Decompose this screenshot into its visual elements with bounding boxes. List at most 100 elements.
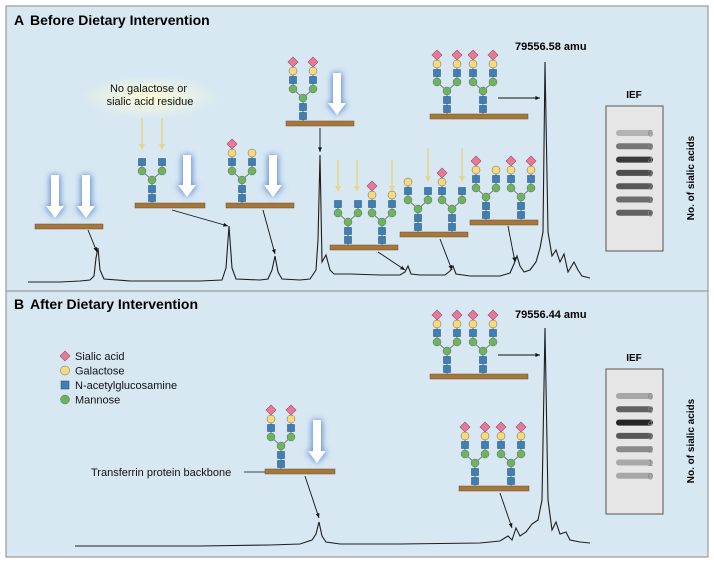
missing-residue-arrow — [459, 148, 465, 182]
galactose-icon — [432, 59, 442, 69]
n-acetylglucosamine-icon — [287, 424, 295, 432]
glycan — [287, 56, 319, 121]
n-acetylglucosamine-icon — [433, 69, 441, 77]
mannose-icon — [387, 208, 397, 218]
annotation-line-2: sialic acid residue — [107, 96, 194, 108]
n-acetylglucosamine-icon — [438, 187, 446, 195]
sialic-acid-icon — [285, 404, 297, 416]
mannose-icon — [367, 208, 377, 218]
n-acetylglucosamine-icon — [481, 441, 489, 449]
panel-a-annotation: No galactose or sialic acid residue — [107, 83, 194, 108]
mannose-icon — [227, 166, 237, 176]
glycan-structures — [34, 49, 540, 529]
ief-strip-a — [605, 105, 664, 252]
spectrum-trace-b — [75, 327, 591, 547]
ief-band — [616, 432, 653, 439]
galactose-icon — [452, 59, 462, 69]
glycan — [431, 49, 463, 114]
pointer-line — [377, 251, 406, 271]
n-acetylglucosamine-icon — [443, 365, 451, 373]
n-acetylglucosamine-icon — [527, 175, 535, 183]
sialic-acid-icon — [479, 421, 491, 433]
missing-glycan-arrow — [306, 420, 328, 463]
galactose-icon — [516, 431, 526, 441]
sialic-acid-icon — [467, 309, 479, 321]
n-acetylglucosamine-icon — [309, 76, 317, 84]
mannose-icon — [491, 183, 501, 193]
mannose-icon — [442, 86, 452, 96]
ief-tick-label: 3 — [648, 168, 653, 179]
n-acetylglucosamine-icon — [471, 468, 479, 476]
n-acetylglucosamine-icon — [471, 477, 479, 485]
glycan — [436, 167, 467, 232]
protein-backbone — [285, 120, 355, 127]
n-acetylglucosamine-icon — [443, 105, 451, 113]
ief-strip-b — [605, 368, 664, 515]
n-acetylglucosamine-icon — [299, 103, 307, 111]
mannose-icon — [432, 77, 442, 87]
pointer-arrowhead-icon — [448, 265, 453, 270]
ief-label-b: IEF — [626, 353, 642, 364]
mannose-icon — [506, 183, 516, 193]
galactose-icon — [266, 414, 276, 424]
glycan — [431, 309, 463, 374]
missing-residue-arrow — [354, 160, 360, 192]
legend-item: Galactose — [60, 365, 125, 378]
mannose-icon — [480, 449, 490, 459]
protein-backbone — [134, 202, 206, 209]
mannose-icon — [478, 346, 488, 356]
legend-item: Mannose — [60, 394, 120, 407]
mannose-icon — [452, 77, 462, 87]
missing-glycan-arrow — [176, 155, 198, 197]
pale-arrow-head-icon — [139, 144, 145, 150]
pointer-line — [304, 475, 320, 519]
pointer-arrowhead-icon — [93, 247, 98, 252]
galactose-icon — [468, 59, 478, 69]
n-acetylglucosamine-icon — [404, 187, 412, 195]
n-acetylglucosamine-icon — [453, 69, 461, 77]
protein-backbone — [429, 113, 529, 120]
mannose-icon — [423, 195, 433, 205]
mannose-icon — [298, 93, 308, 103]
galactose-icon — [60, 365, 70, 376]
glycan — [137, 158, 167, 203]
missing-glycan-arrow — [75, 175, 97, 218]
mannose-icon — [488, 77, 498, 87]
mannose-icon — [457, 195, 467, 205]
galactose-icon — [387, 190, 397, 200]
n-acetylglucosamine-icon — [433, 329, 441, 337]
glycan — [226, 138, 257, 203]
mannose-icon — [237, 175, 247, 185]
ief-band — [616, 393, 653, 399]
spectrum-trace-a — [28, 61, 591, 283]
n-acetylglucosamine-icon — [368, 200, 376, 208]
sialic-acid-icon — [515, 421, 527, 433]
pointer-line — [439, 238, 453, 271]
pointer-arrowhead-icon — [508, 523, 513, 528]
n-acetylglucosamine-icon — [248, 158, 256, 166]
panel-b: B After Dietary Intervention 79556.44 am… — [5, 290, 709, 558]
ief-band — [616, 209, 653, 216]
pale-arrow-head-icon — [159, 144, 165, 150]
n-acetylglucosamine-icon — [277, 451, 285, 459]
n-acetylglucosamine-icon — [517, 211, 525, 219]
ief-band — [616, 446, 653, 453]
ief-tick-label: 3 — [648, 431, 653, 442]
ief-label-a: IEF — [626, 90, 642, 101]
ief-band — [616, 196, 653, 203]
galactose-icon — [488, 319, 498, 329]
mannose-icon — [478, 86, 488, 96]
sialic-acid-icon — [366, 180, 378, 192]
n-acetylglucosamine-icon — [267, 424, 275, 432]
mannose-icon — [286, 432, 296, 442]
ief-bands-a — [616, 130, 653, 216]
mannose-icon — [506, 458, 516, 468]
pointer-arrowhead-icon — [223, 222, 228, 227]
mannose-icon — [60, 394, 70, 405]
mannose-icon — [276, 441, 286, 451]
galactose-icon — [288, 66, 298, 76]
galactose-icon — [286, 414, 296, 424]
